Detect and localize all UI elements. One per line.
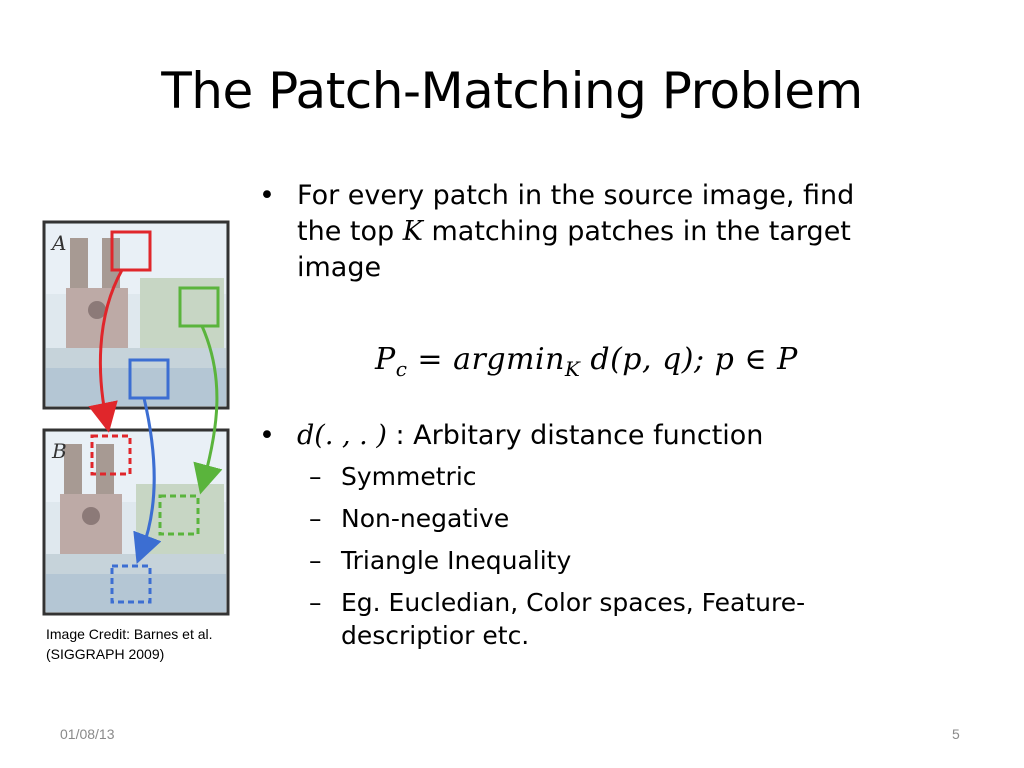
page-title: The Patch-Matching Problem [161,62,863,120]
dash-glyph: – [309,504,322,533]
blue-arrow [133,397,162,565]
dash-glyph: – [309,546,322,575]
variable-k: K [402,216,423,247]
blue-target-patch [110,564,152,604]
image-credit: Image Credit: Barnes et al. (SIGGRAPH 20… [46,626,213,662]
bullet-1-line-2: the top K matching patches in the target [297,214,955,250]
footer-date: 01/08/13 [60,726,115,742]
distance-function-symbol: d(. , . ) [297,420,387,451]
dash-glyph: – [309,588,322,617]
bullet-1-line-2-pre: the top [297,216,403,247]
sub-item-label: Symmetric [341,462,477,491]
bullet-1-line-1: For every patch in the source image, fin… [297,180,855,211]
sub-item-label-continued: descriptior etc. [341,621,530,650]
bullet-item-1: • For every patch in the source image, f… [255,178,955,286]
sub-item-examples: –Eg. Eucledian, Color spaces, Feature-de… [255,586,955,652]
bullet-1-line-2-post: matching patches in the target [422,216,851,247]
source-image-a: A [42,220,230,410]
green-target-patch [158,494,200,536]
bullet-1-line-3: image [297,252,382,283]
red-arrow [88,269,124,433]
formula-lhs: P [375,342,396,377]
bullet-2-text: : Arbitary distance function [386,420,764,451]
target-image-b: B [42,428,230,616]
formula-expression: d(p, q); p ∈ P [580,342,798,377]
sub-item-non-negative: –Non-negative [255,502,955,535]
sub-item-symmetric: –Symmetric [255,460,955,493]
sub-item-label: Eg. Eucledian, Color spaces, Feature- [341,588,806,617]
dash-glyph: – [309,462,322,491]
green-source-patch [178,286,220,328]
image-b-label: B [51,439,67,463]
patch-match-formula: Pc = argminK d(p, q); p ∈ P [375,342,798,381]
red-source-patch [110,230,152,272]
bullet-dot: • [259,420,275,451]
formula-equals: = [407,342,454,377]
bullet-item-2: • d(. , . ) : Arbitary distance function [255,418,955,454]
slide-body: • For every patch in the source image, f… [255,178,955,652]
patchmatch-figure: A B [42,220,230,616]
blue-source-patch [128,358,170,400]
formula-operator: argmin [453,342,565,377]
sub-item-label: Triangle Inequality [341,546,572,575]
slide-number: 5 [952,726,960,742]
green-arrow [193,325,223,495]
formula-operator-subscript: K [564,357,581,381]
image-a-label: A [50,231,66,255]
sub-item-triangle-inequality: –Triangle Inequality [255,544,955,577]
sub-item-label: Non-negative [341,504,510,533]
red-target-patch [90,434,132,476]
formula-lhs-subscript: c [395,357,408,381]
bullet-dot: • [259,180,275,211]
